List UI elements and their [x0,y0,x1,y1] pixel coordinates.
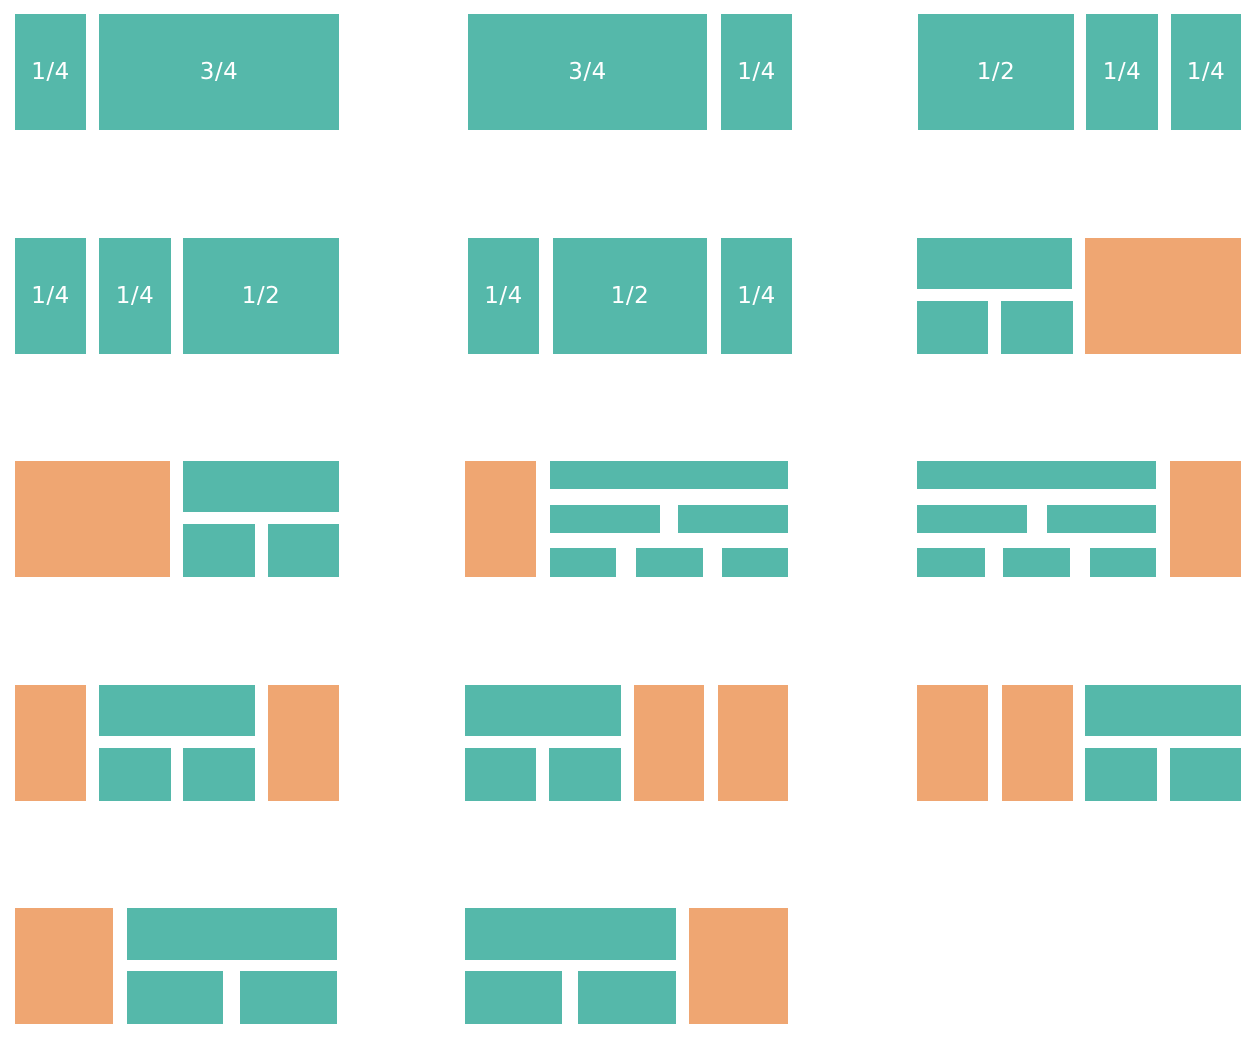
layout-sidebar-left-stack-right [15,461,339,577]
cell-block [1170,748,1241,801]
row-bar-block [465,685,621,736]
layout-wide-stack-left-sidebar-right [465,908,788,1024]
column-block: 3/4 [99,14,339,130]
column-block: 1/4 [721,14,792,130]
column-block: 1/4 [15,14,86,130]
cell-block [549,748,621,801]
sidebar-block [689,908,788,1024]
column-block: 1/2 [553,238,707,354]
column-block: 1/2 [918,14,1074,130]
row-bar-block [99,685,255,736]
row-bar-block [550,461,788,489]
layout-stack-left-sidebar-right [917,238,1241,354]
sidebar-block [15,685,86,801]
sidebar-block [718,685,788,801]
cell-block [268,524,339,577]
column-block: 1/4 [99,238,171,354]
cell-block [127,971,223,1024]
sidebar-block [917,685,988,801]
cell-block [636,548,703,577]
cell-block [1003,548,1070,577]
cell-block [1047,505,1156,533]
row-bar-block [183,461,339,512]
sidebar-block [1170,461,1241,577]
cell-block [1001,301,1073,354]
row-bar-block [465,908,676,960]
cell-block [1085,748,1157,801]
sidebar-block [634,685,704,801]
sidebar-block [15,908,113,1024]
column-block: 1/4 [1171,14,1241,130]
layout-stack-left-two-sidebars-right [465,685,788,801]
layout-narrow-sidebar-left-three-rows [465,461,788,577]
row-bar-block [917,238,1072,289]
sidebar-block [1085,238,1241,354]
layout-sidebar-left-wide-stack-right [15,908,337,1024]
cell-block [550,505,660,533]
sidebar-block [268,685,339,801]
cell-block [183,748,255,801]
cell-block [465,971,562,1024]
cell-block [917,505,1027,533]
layout-two-sidebars-left-stack-right [917,685,1241,801]
column-block: 1/4 [468,238,539,354]
column-block: 1/4 [1086,14,1158,130]
cell-block [1090,548,1156,577]
column-block: 1/4 [721,238,792,354]
layout-sidebars-both-sides [15,685,339,801]
layout-three-rows-narrow-sidebar-right [917,461,1241,577]
sidebar-block [465,461,536,577]
cell-block [578,971,676,1024]
cell-block [99,748,171,801]
column-block: 3/4 [468,14,707,130]
cell-block [183,524,255,577]
cell-block [550,548,616,577]
row-bar-block [1085,685,1241,736]
cell-block [917,301,988,354]
cell-block [240,971,337,1024]
column-block: 1/2 [183,238,339,354]
cell-block [722,548,788,577]
cell-block [678,505,788,533]
cell-block [465,748,536,801]
sidebar-block [1002,685,1073,801]
column-block: 1/4 [15,238,86,354]
cell-block [917,548,985,577]
row-bar-block [917,461,1156,489]
sidebar-block [15,461,170,577]
row-bar-block [127,908,337,960]
